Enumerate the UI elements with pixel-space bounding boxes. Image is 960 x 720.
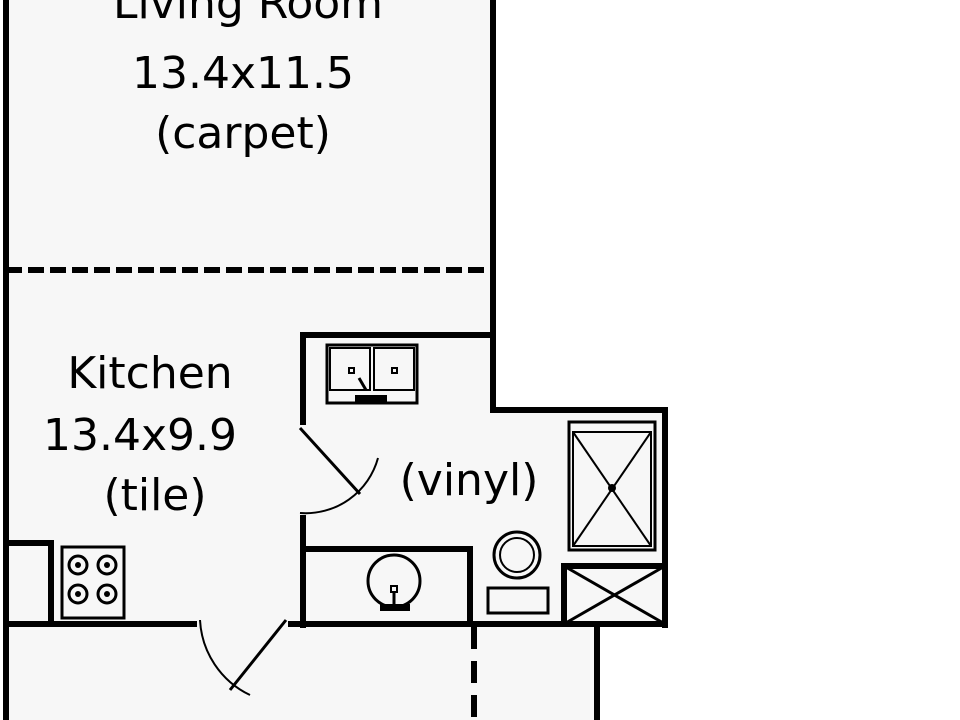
bathroom-floor: (vinyl) (400, 455, 539, 506)
kitchen-name: Kitchen (67, 348, 232, 399)
kitchen-sink-icon (325, 343, 419, 405)
stove-icon (60, 545, 126, 620)
kitchen-floor: (tile) (103, 470, 206, 521)
kitchen-door-icon (199, 619, 288, 696)
walls (3, 0, 668, 720)
living-room-floor: (carpet) (155, 108, 331, 159)
counter (3, 540, 54, 627)
lower-floor (6, 625, 597, 720)
bathroom-door-icon (298, 426, 379, 515)
closet-icon (561, 563, 668, 627)
shower-icon (567, 420, 657, 552)
living-room-name: Living Room (113, 0, 383, 29)
toilet-icon (486, 530, 550, 615)
toilet-icon (366, 553, 422, 611)
kitchen-size: 13.4x9.9 (43, 410, 237, 461)
living-room-size: 13.4x11.5 (132, 48, 354, 99)
floor-area (6, 0, 493, 625)
